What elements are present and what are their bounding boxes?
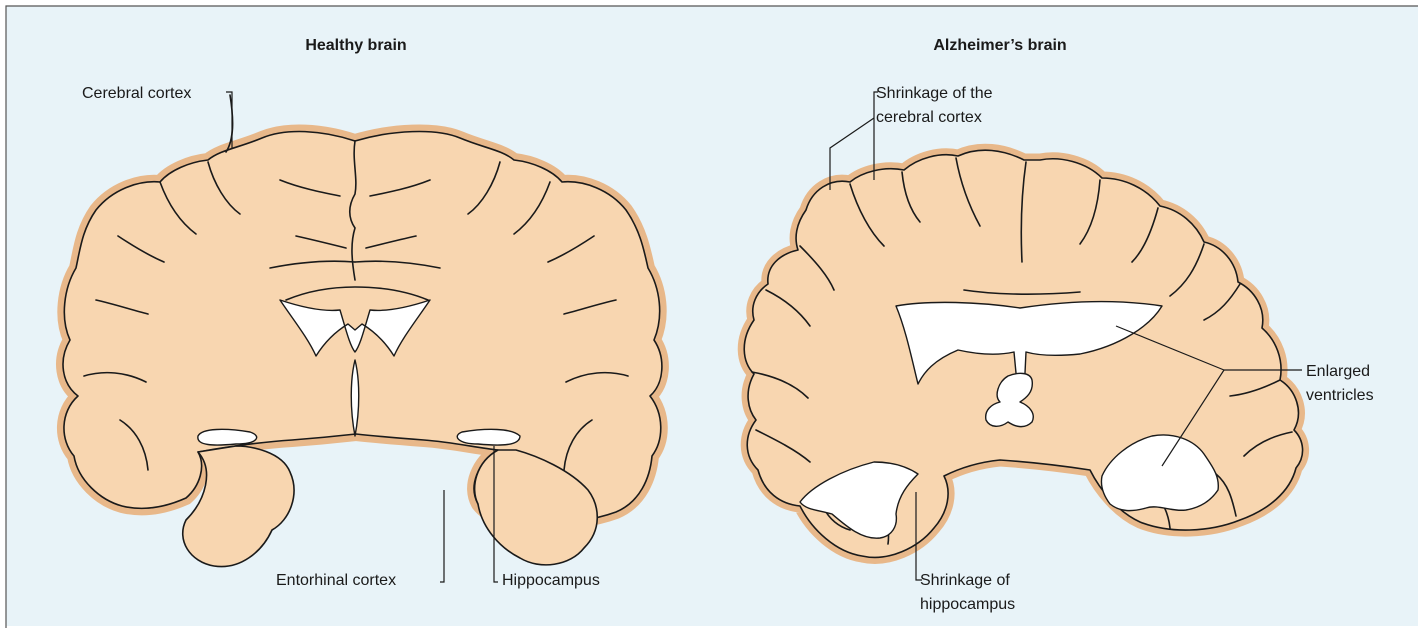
label-cortex-shrinkage-line2: cerebral cortex [876,109,982,126]
healthy-panel-title: Healthy brain [305,37,406,54]
label-entorhinal-cortex: Entorhinal cortex [276,572,396,589]
healthy-right-hippocampus [457,429,520,445]
label-ventricles-line2: ventricles [1306,387,1374,404]
label-hippocampus-shrinkage-line1: Shrinkage of [920,572,1010,589]
label-ventricles-line1: Enlarged [1306,363,1370,380]
healthy-left-hippocampus [198,429,257,445]
label-hippocampus: Hippocampus [502,572,600,589]
label-hippocampus-shrinkage-line2: hippocampus [920,596,1015,613]
label-cerebral-cortex: Cerebral cortex [82,85,191,102]
alzheimers-panel-title: Alzheimer’s brain [933,37,1066,54]
label-cortex-shrinkage-line1: Shrinkage of the [876,85,993,102]
